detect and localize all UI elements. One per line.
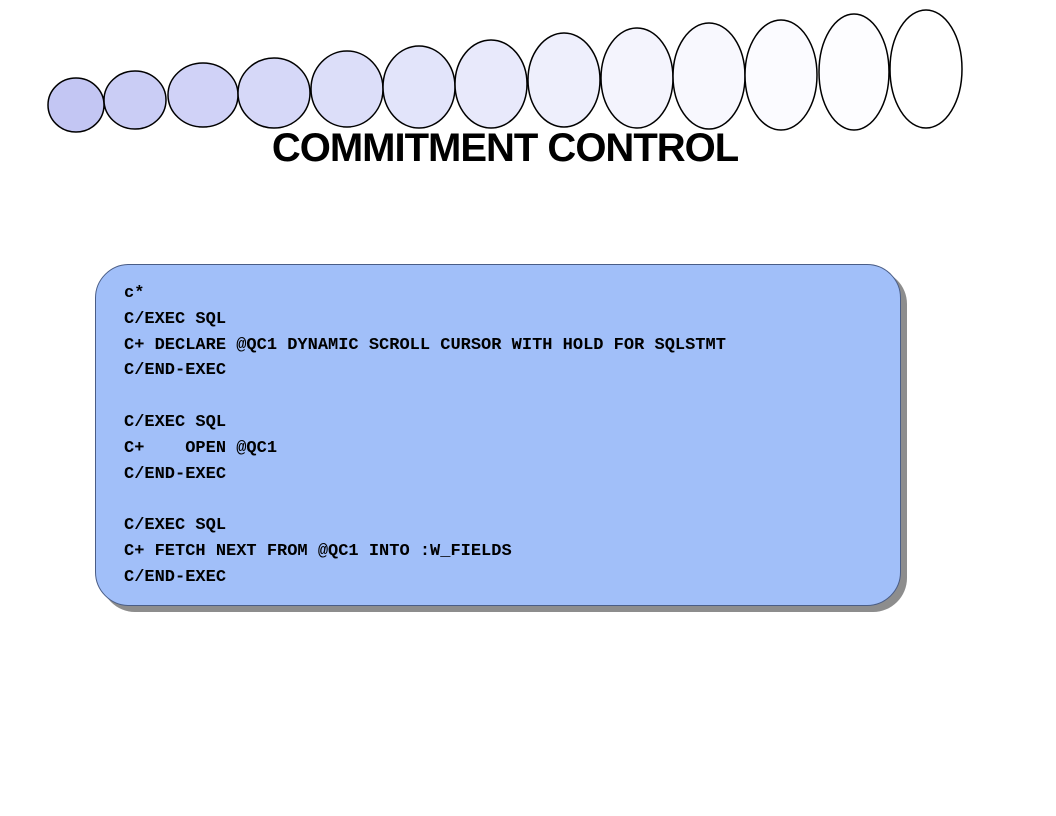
decorative-ellipse: [454, 39, 528, 129]
code-line: C/EXEC SQL: [124, 309, 227, 329]
code-line: C+ OPEN @QC1: [124, 438, 278, 458]
decorative-ellipse-chain: [47, 9, 963, 133]
code-line: c*: [124, 284, 145, 303]
decorative-ellipse: [47, 77, 105, 133]
code-line: C/EXEC SQL: [124, 412, 227, 432]
code-line: [124, 487, 726, 513]
decorative-ellipse: [527, 32, 601, 128]
decorative-ellipse: [310, 50, 384, 128]
decorative-ellipse: [167, 62, 239, 128]
decorative-ellipse: [818, 13, 890, 131]
decorative-ellipse: [600, 27, 674, 129]
code-listing: c* C/EXEC SQL C+ DECLARE @QC1 DYNAMIC SC…: [124, 281, 726, 591]
code-line: C/END-EXEC: [124, 567, 227, 587]
decorative-ellipse: [889, 9, 963, 129]
code-line: C+ DECLARE @QC1 DYNAMIC SCROLL CURSOR WI…: [124, 335, 726, 355]
slide-title: COMMITMENT CONTROL: [271, 126, 739, 170]
code-line: C+ FETCH NEXT FROM @QC1 INTO :W_FIELDS: [124, 541, 512, 561]
decorative-ellipse: [382, 45, 456, 129]
code-line: [124, 384, 726, 410]
decorative-ellipse: [672, 22, 746, 130]
code-line: C/EXEC SQL: [124, 516, 227, 536]
decorative-ellipse: [103, 70, 167, 130]
code-box: c* C/EXEC SQL C+ DECLARE @QC1 DYNAMIC SC…: [95, 264, 901, 606]
decorative-ellipse: [237, 57, 311, 129]
code-line: C/END-EXEC: [124, 361, 227, 381]
code-line: C/END-EXEC: [124, 464, 227, 484]
decorative-ellipse: [744, 19, 818, 131]
